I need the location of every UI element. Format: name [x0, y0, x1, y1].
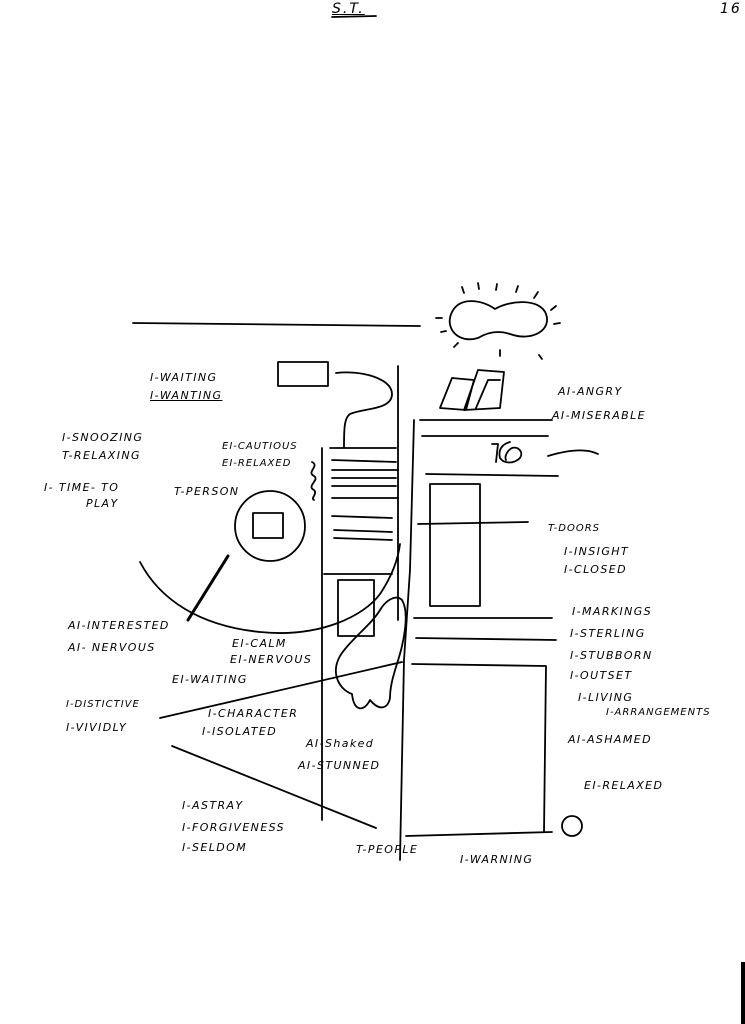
label-i-closed: I-CLOSED: [564, 563, 627, 576]
label-ai-nervous: AI- NERVOUS: [68, 641, 156, 654]
label-i-living: I-LIVING: [578, 691, 634, 704]
label-play: PLAY: [86, 497, 119, 510]
sun-rays: [435, 282, 561, 360]
label-i-stubborn: I-STUBBORN: [570, 649, 653, 662]
page-title: S.T.: [332, 1, 365, 17]
label-t-doors: T-DOORS: [548, 523, 601, 534]
label-ai-ashamed: AI-ASHAMED: [568, 733, 652, 746]
label-t-people: T-PEOPLE: [356, 843, 419, 856]
header-underline: [331, 15, 377, 18]
sign-circle: [234, 490, 306, 562]
label-ai-angry: AI-ANGRY: [558, 385, 623, 398]
page-number: 16: [720, 1, 742, 17]
label-i-vividly: I-VIVIDLY: [66, 721, 128, 734]
label-waiting: I-WAITING: [150, 371, 218, 384]
label-ai-interested: AI-INTERESTED: [68, 619, 170, 632]
label-i-astray: I-ASTRAY: [182, 799, 244, 812]
label-t-person: T-PERSON: [174, 485, 240, 498]
label-ei-relaxed-2: EI-RELAXED: [584, 779, 664, 792]
label-i-distictive: I-DISTICTIVE: [66, 699, 140, 710]
big-arc: [139, 543, 401, 634]
label-snoozing: I-SNOOZING: [62, 431, 144, 444]
scan-edge-bar: [741, 962, 745, 1024]
label-ei-nervous: EI-NERVOUS: [230, 653, 313, 666]
door-number-16: [491, 441, 523, 464]
label-i-forgiveness: I-FORGIVENESS: [182, 821, 286, 834]
label-i-arrangements: I-ARRANGEMENTS: [606, 707, 711, 718]
label-ai-miserable: AI-MISERABLE: [552, 409, 646, 422]
label-i-isolated: I-ISOLATED: [202, 725, 278, 738]
label-ei-relaxed-1: EI-RELAXED: [222, 458, 292, 469]
small-window: [277, 361, 329, 387]
label-relaxing: T-RELAXING: [62, 449, 141, 462]
label-i-markings: I-MARKINGS: [572, 605, 653, 618]
label-ei-cautious: EI-CAUTIOUS: [222, 441, 298, 452]
door-panel: [429, 483, 481, 607]
label-i-character: I-CHARACTER: [208, 707, 299, 720]
stick: [186, 554, 230, 622]
label-ai-shaked: AI-Shaked: [306, 737, 375, 750]
hook-shape: [335, 371, 393, 449]
blob-shape: [335, 596, 407, 710]
label-ei-calm: EI-CALM: [232, 637, 287, 650]
label-ei-waiting: EI-WAITING: [172, 673, 248, 686]
label-i-sterling: I-STERLING: [570, 627, 646, 640]
label-time-to: I- TIME- TO: [44, 481, 120, 494]
label-i-outset: I-OUTSET: [570, 669, 633, 682]
label-i-seldom: I-SELDOM: [182, 841, 248, 854]
label-ai-stunned: AI-STUNNED: [298, 759, 381, 772]
label-i-warning: I-WARNING: [460, 853, 534, 866]
sun-shape: [448, 300, 548, 341]
label-wanting: I-WANTING: [150, 389, 223, 402]
horizon-line: [132, 322, 421, 327]
label-i-insight: I-INSIGHT: [564, 545, 630, 558]
